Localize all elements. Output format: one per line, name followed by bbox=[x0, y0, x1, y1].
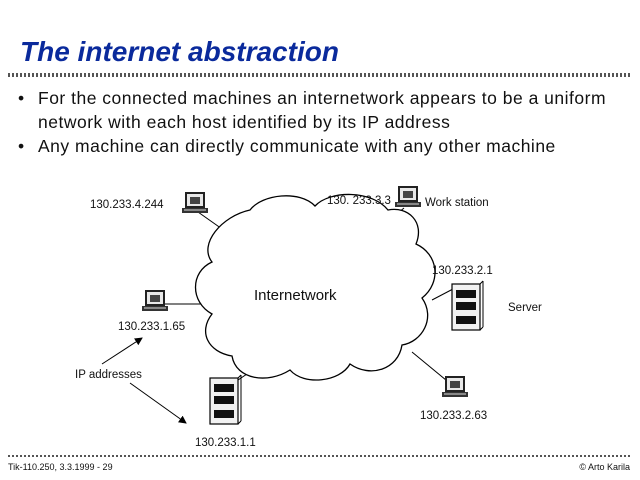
slide-title: The internet abstraction bbox=[20, 36, 339, 67]
footer-course-info: Tik-110.250, 3.3.1999 - 29 bbox=[8, 462, 113, 472]
host-ip-label: 130.233.2.63 bbox=[420, 410, 487, 422]
footer-copyright: © Arto Karila bbox=[579, 462, 630, 472]
host-ip-label: 130.233.4.244 bbox=[90, 199, 164, 211]
server-icon bbox=[451, 280, 484, 331]
server-icon bbox=[209, 374, 242, 425]
cloud-label: Internetwork bbox=[254, 287, 337, 304]
host-ip-label: 130.233.1.65 bbox=[118, 321, 185, 333]
bullet-item: • For the connected machines an internet… bbox=[18, 86, 628, 134]
bullet-icon: • bbox=[18, 88, 25, 108]
workstation-icon bbox=[182, 192, 208, 213]
host-role-label: Work station bbox=[425, 197, 489, 209]
bullet-icon: • bbox=[18, 136, 25, 156]
workstation-icon bbox=[395, 186, 421, 207]
internetwork-cloud bbox=[195, 193, 436, 381]
bullet-list: • For the connected machines an internet… bbox=[18, 86, 628, 158]
bullet-item: • Any machine can directly communicate w… bbox=[18, 134, 628, 158]
host-role-label: Server bbox=[508, 302, 542, 314]
bullet-text: For the connected machines an internetwo… bbox=[38, 88, 607, 132]
workstation-icon bbox=[442, 376, 468, 397]
ip-addresses-annotation: IP addresses bbox=[75, 369, 142, 381]
footer-divider bbox=[8, 455, 630, 457]
host-ip-label: 130.233.1.1 bbox=[195, 437, 256, 449]
workstation-icon bbox=[142, 290, 168, 311]
annotation-arrows bbox=[101, 337, 187, 424]
title-divider bbox=[8, 73, 630, 77]
bullet-text: Any machine can directly communicate wit… bbox=[38, 136, 556, 156]
host-ip-label: 130. 233.3.3 bbox=[327, 195, 391, 207]
host-ip-label: 130.233.2.1 bbox=[432, 265, 493, 277]
